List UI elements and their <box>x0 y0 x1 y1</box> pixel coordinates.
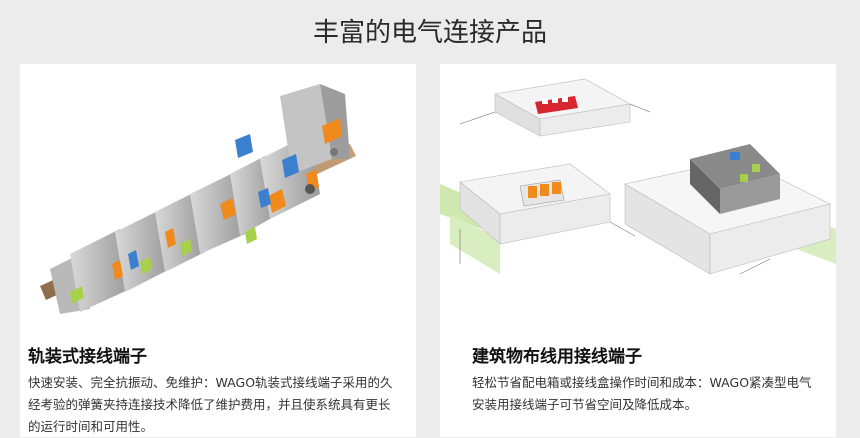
card-title[interactable]: 建筑物布线用接线端子 <box>472 347 642 367</box>
card-description: 轻松节省配电箱或接线盒操作时间和成本：WAGO紧凑型电气安装用接线端子可节省空间… <box>472 375 812 412</box>
product-card-rail-terminals[interactable]: 轨装式接线端子 快速安装、完全抗振动、免维护：WAGO轨装式接线端子采用的久经考… <box>20 64 416 437</box>
card-description: 快速安装、完全抗振动、免维护：WAGO轨装式接线端子采用的久经考验的弹簧夹持连接… <box>28 375 393 434</box>
product-card-building-wiring[interactable]: 建筑物布线用接线端子 轻松节省配电箱或接线盒操作时间和成本：WAGO紧凑型电气安… <box>440 64 836 437</box>
card-title[interactable]: 轨装式接线端子 <box>28 347 147 367</box>
page-title: 丰富的电气连接产品 <box>312 17 547 48</box>
rail-terminal-blocks-image <box>40 84 356 314</box>
building-wiring-connectors-image <box>440 78 836 275</box>
